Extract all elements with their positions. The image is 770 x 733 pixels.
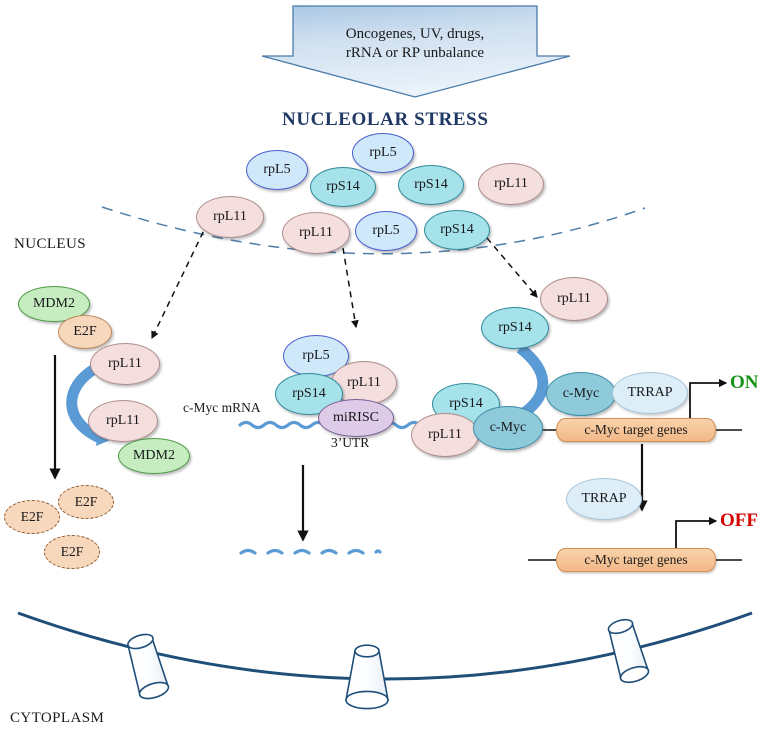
node-label: rpS14 <box>292 386 326 401</box>
node-rps14: rpS14 <box>398 165 464 205</box>
node-rpl11: rpL11 <box>88 400 158 442</box>
node-label: rpS14 <box>449 396 483 411</box>
gene-box-cmyc-target-genes: c-Myc target genes <box>556 418 716 442</box>
nuclear-membrane <box>17 611 753 681</box>
node-label: rpL11 <box>106 413 140 428</box>
node-label: rpL11 <box>213 209 247 224</box>
node-rps14: rpS14 <box>424 210 490 250</box>
node-label: MDM2 <box>32 296 75 311</box>
gene-box-label: c-Myc target genes <box>584 552 688 567</box>
node-trrap: TRRAP <box>612 372 688 414</box>
export-arrow-middle <box>342 247 359 329</box>
nucleolus-boundary <box>101 206 646 255</box>
node-c-myc: c-Myc <box>546 372 616 416</box>
nucleus-label: NUCLEUS <box>14 236 86 252</box>
node-label: miRISC <box>333 410 379 425</box>
node-rpl11: rpL11 <box>90 343 160 385</box>
gene-box-label: c-Myc target genes <box>584 422 688 437</box>
node-rpl11: rpL11 <box>282 212 350 254</box>
node-c-myc: c-Myc <box>473 406 543 450</box>
node-label: c-Myc <box>562 386 600 401</box>
node-label: rpS14 <box>326 179 360 194</box>
gene-box-cmyc-target-genes: c-Myc target genes <box>556 548 716 572</box>
node-rpl11: rpL11 <box>411 413 479 457</box>
node-label: rpL11 <box>347 375 381 390</box>
node-rps14: rpS14 <box>310 167 376 207</box>
node-label: rpL5 <box>302 348 330 363</box>
node-e2f: E2F <box>44 535 100 569</box>
node-label: rpL11 <box>557 291 591 306</box>
node-label: c-Myc <box>489 420 527 435</box>
node-label: rpL5 <box>369 145 397 160</box>
node-rpl11: rpL11 <box>196 196 264 238</box>
node-label: rpS14 <box>414 177 448 192</box>
stimulus-block-arrow <box>261 5 571 98</box>
node-rpl5: rpL5 <box>355 211 417 251</box>
degraded-mrna-fragments <box>239 548 382 555</box>
node-label: MDM2 <box>132 448 175 463</box>
node-e2f: E2F <box>58 315 112 349</box>
node-label: E2F <box>20 509 44 525</box>
node-e2f: E2F <box>4 500 60 534</box>
node-e2f: E2F <box>58 485 114 519</box>
cmyc-mrna-label: c-Myc mRNA <box>183 400 261 415</box>
nuclear-pore-left <box>127 633 170 700</box>
on-transcription-arrow <box>689 378 728 418</box>
node-label: E2F <box>74 494 98 510</box>
stimulus-line-1: Oncogenes, UV, drugs, <box>345 26 485 42</box>
node-mdm2: MDM2 <box>118 438 190 474</box>
node-rpl11: rpL11 <box>540 277 608 321</box>
nuclear-pore-center <box>345 644 389 710</box>
transcription-on-label: ON <box>730 372 759 393</box>
node-label: E2F <box>60 544 84 560</box>
node-trrap: TRRAP <box>566 478 642 520</box>
node-label: rpL5 <box>263 162 291 177</box>
stimulus-arrow-text: Oncogenes, UV, drugs, rRNA or RP unbalan… <box>300 25 530 63</box>
node-rpl5: rpL5 <box>352 133 414 173</box>
stimulus-line-2: rRNA or RP unbalance <box>345 45 485 61</box>
nuclear-pore-right <box>607 618 650 684</box>
transcription-off-label: OFF <box>720 510 758 531</box>
node-label: rpL11 <box>299 225 333 240</box>
export-arrow-right <box>486 237 538 298</box>
nucleolar-stress-title: NUCLEOLAR STRESS <box>282 109 489 130</box>
three-prime-utr-label: 3’UTR <box>331 435 370 450</box>
node-rpl5: rpL5 <box>246 150 308 190</box>
off-transcription-arrow <box>675 516 718 548</box>
mdm2-displacement-arrow <box>66 363 103 444</box>
node-label: TRRAP <box>581 491 627 506</box>
cytoplasm-label: CYTOPLASM <box>10 710 105 726</box>
node-rps14: rpS14 <box>481 307 549 349</box>
node-mirisc: miRISC <box>318 399 394 437</box>
node-label: rpS14 <box>498 320 532 335</box>
node-label: rpL11 <box>108 356 142 371</box>
node-label: TRRAP <box>627 385 673 400</box>
export-arrow-left <box>151 221 209 340</box>
node-label: rpL5 <box>372 223 400 238</box>
node-label: rpL11 <box>494 176 528 191</box>
node-rpl11: rpL11 <box>478 163 544 205</box>
node-label: E2F <box>73 324 97 339</box>
node-label: rpS14 <box>440 222 474 237</box>
node-label: rpL11 <box>428 427 462 442</box>
